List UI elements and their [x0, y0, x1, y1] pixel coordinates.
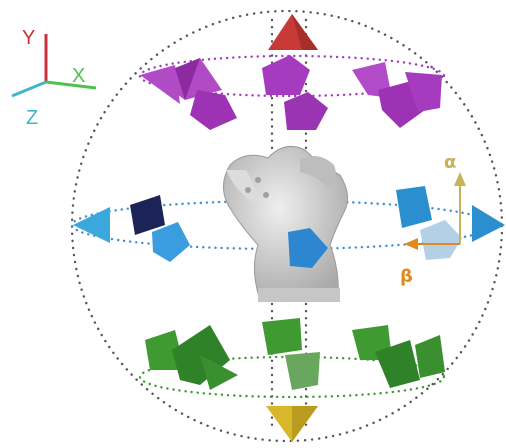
alpha-label: α	[444, 152, 456, 173]
axes-gizmo: Y X Z	[11, 27, 97, 129]
bottom-ring-ellipse	[138, 355, 446, 399]
bottom-marker-center	[262, 318, 302, 355]
top-marker-3	[190, 90, 237, 130]
rotation-axes-indicator: α β	[400, 152, 466, 287]
y-axis-label: Y	[22, 27, 35, 49]
beta-label: β	[400, 266, 413, 287]
bottom-pole-marker	[266, 406, 318, 442]
top-marker-center-2	[284, 92, 328, 130]
top-marker-shade	[175, 58, 200, 100]
beta-arrowhead	[404, 238, 418, 250]
middle-marker-left-arrow	[73, 207, 110, 243]
middle-marker-right	[396, 186, 432, 228]
bottom-ring	[138, 318, 446, 399]
top-pole-marker	[268, 14, 318, 50]
z-axis-line	[11, 80, 47, 98]
middle-marker-pale	[420, 220, 462, 260]
gargoyle-statue	[223, 145, 349, 302]
middle-marker-navy	[130, 195, 165, 235]
bottom-marker-center-2	[285, 352, 320, 390]
middle-marker-left	[152, 222, 190, 262]
alpha-arrowhead	[454, 172, 466, 186]
bottom-marker-6	[415, 335, 445, 378]
bottom-marker-5	[375, 340, 420, 388]
x-axis-label: X	[72, 65, 85, 87]
top-ring-ellipse	[138, 54, 446, 98]
z-axis-label: Z	[26, 107, 38, 129]
top-marker-center	[262, 55, 310, 95]
top-ring	[138, 54, 446, 130]
x-axis-line	[45, 80, 97, 90]
middle-marker-right-arrow	[472, 205, 505, 242]
bottom-marker-3	[200, 355, 238, 390]
top-marker-6	[405, 72, 442, 112]
center-marker	[288, 228, 328, 268]
